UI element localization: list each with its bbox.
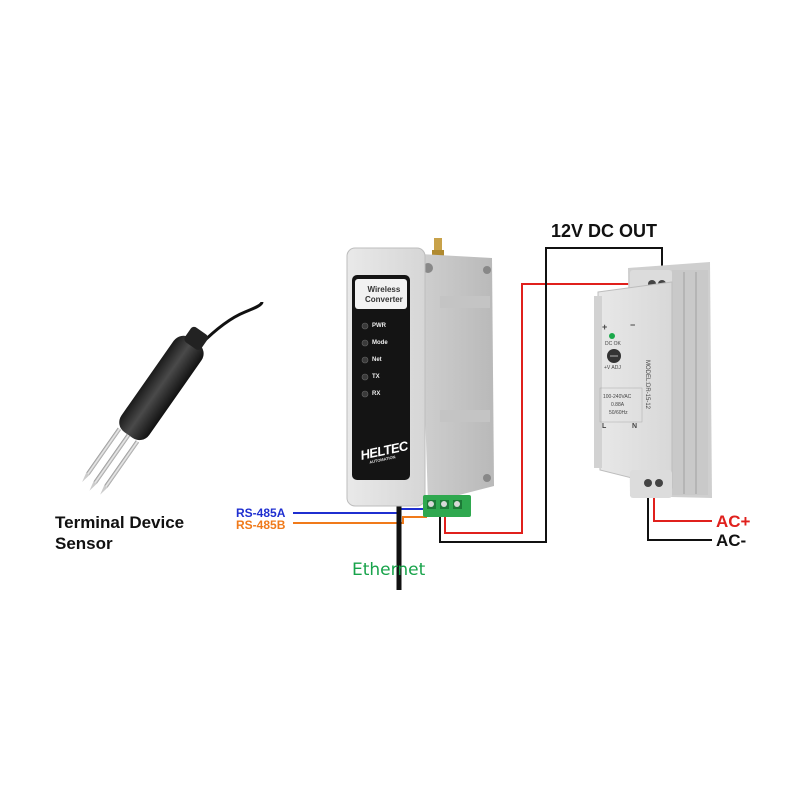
- soil-sensor-probe: [82, 301, 264, 495]
- psu-n-label: N: [632, 423, 638, 430]
- sensor-body: [119, 335, 204, 441]
- dc-positive-wire: [444, 283, 652, 534]
- rs485b-wire: [293, 516, 427, 524]
- pwr-led-icon: [361, 322, 369, 330]
- led-label-mode: Mode: [372, 340, 388, 346]
- wires: [293, 247, 712, 590]
- sensor-caption-line1: Terminal Device: [55, 513, 185, 532]
- psu-case: [597, 281, 673, 489]
- led-label-rx: RX: [372, 391, 381, 397]
- ethernet-label: Ethernet: [352, 560, 426, 580]
- mode-led-icon: [361, 339, 369, 347]
- psu-plus-label: +: [602, 322, 608, 332]
- sensor-caption: Terminal Device Sensor: [55, 512, 184, 554]
- wireless-converter: [346, 238, 494, 517]
- ac-plus-label: AC+: [716, 512, 751, 531]
- sensor-cable: [198, 301, 264, 347]
- tx-led-icon: [361, 373, 369, 381]
- converter-title-line1: Wireless: [367, 285, 401, 294]
- ac-negative-wire: [647, 486, 712, 541]
- psu-adj-label: +V ADJ: [604, 365, 621, 371]
- din-power-supply: [594, 262, 712, 498]
- psu-l-label: L: [602, 423, 607, 430]
- dc-out-label: 12V DC OUT: [551, 221, 658, 241]
- psu-terminal-l: [644, 479, 652, 487]
- psu-terminal-n: [655, 479, 663, 487]
- rs485b-label: RS-485B: [236, 518, 286, 532]
- dc-negative-wire: [439, 247, 663, 543]
- sensor-caption-line2: Sensor: [55, 534, 113, 553]
- rs485a-wire: [293, 508, 427, 514]
- led-label-net: Net: [372, 357, 382, 363]
- led-label-pwr: PWR: [372, 323, 386, 329]
- rs485a-label: RS-485A: [236, 506, 286, 520]
- psu-input-line1: 100-240VAC: [603, 394, 632, 400]
- led-label-tx: TX: [372, 374, 380, 380]
- rx-led-icon: [361, 390, 369, 398]
- antenna-icon: [434, 238, 442, 254]
- sensor-pin: [104, 440, 140, 488]
- net-led-icon: [361, 356, 369, 364]
- psu-dc-ok-label: DC OK: [605, 341, 621, 347]
- sensor-pin: [86, 427, 122, 475]
- dc-ok-led-icon: [609, 333, 615, 339]
- converter-title-line2: Converter: [365, 295, 403, 304]
- sensor-pin: [93, 433, 131, 484]
- psu-input-line3: 50/60Hz: [609, 410, 628, 416]
- psu-input-line2: 0.88A: [611, 402, 625, 408]
- psu-model-label: MODEL:DR-15-12: [644, 360, 650, 410]
- ac-minus-label: AC-: [716, 531, 747, 550]
- converter-title: Wireless Converter: [365, 285, 403, 305]
- psu-minus-label: −: [630, 320, 636, 330]
